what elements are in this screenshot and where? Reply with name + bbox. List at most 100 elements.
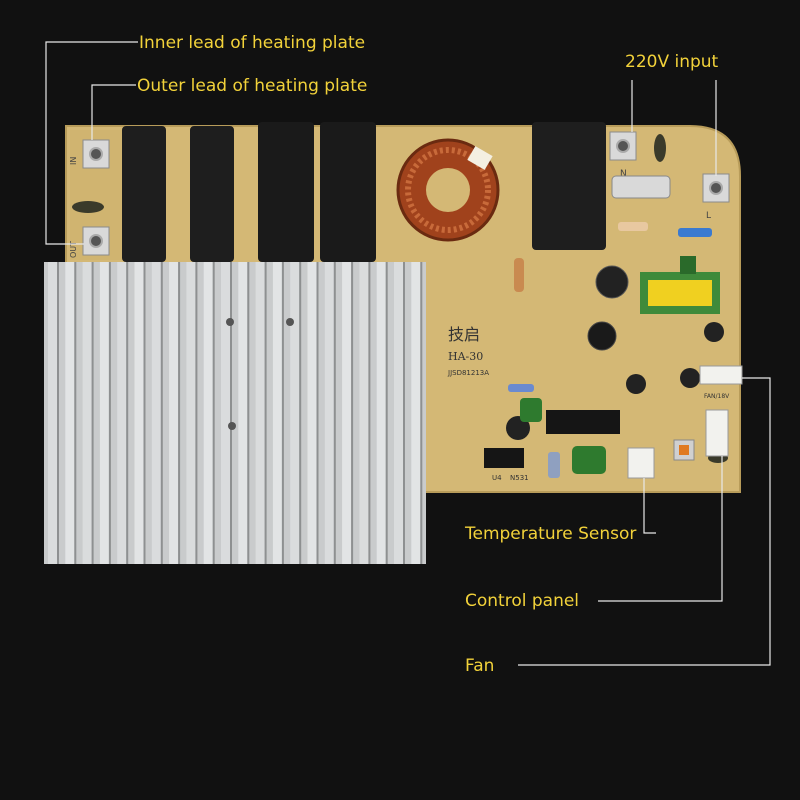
heatsink-fin-shadow — [230, 262, 232, 564]
label-control-panel: Control panel — [465, 591, 580, 611]
resistor-1 — [514, 258, 524, 292]
chip-n531-text: N531 — [510, 474, 529, 482]
ic-chip-small — [484, 448, 524, 468]
leader-temperature-sensor — [643, 478, 656, 534]
heatsink-fin — [238, 262, 248, 564]
heatsink-fin-shadow — [108, 262, 111, 564]
board-slot-hole — [72, 201, 104, 213]
film-capacitor-2 — [520, 398, 542, 422]
heatsink-fin-shadow — [264, 262, 267, 564]
leader-control-panel — [598, 456, 723, 602]
capacitor-4 — [320, 122, 376, 262]
heatsink-fin — [99, 262, 109, 564]
electrolytic-cap-4 — [680, 368, 700, 388]
relay-indicator — [679, 445, 689, 455]
heatsink-fin — [151, 262, 161, 564]
transformer — [640, 256, 720, 314]
heatsink-fin — [169, 262, 179, 564]
board-slot-hole-right — [654, 134, 666, 162]
film-capacitor — [572, 446, 606, 474]
electrolytic-cap-2 — [704, 322, 724, 342]
terminal-in-text: IN — [69, 157, 78, 165]
heatsink-fin — [186, 262, 196, 564]
heatsink-fin — [307, 262, 317, 564]
heatsink-fin-shadow — [160, 262, 163, 564]
heatsink-fin-shadow — [195, 262, 198, 564]
label-inner-lead: Inner lead of heating plate — [139, 33, 366, 53]
heatsink-fin — [255, 262, 265, 564]
heatsink-fin — [342, 262, 352, 564]
heatsink-fin-shadow — [91, 262, 94, 564]
heatsink-fin-shadow — [316, 262, 319, 564]
heatsink-fin-shadow — [57, 262, 59, 564]
terminal-n — [609, 131, 637, 161]
sensor-connector — [627, 447, 655, 479]
heatsink-screw-2 — [286, 318, 294, 326]
heatsink-fin-shadow — [281, 262, 284, 564]
capacitor-1 — [122, 126, 166, 262]
leader-inner-lead — [45, 41, 138, 245]
heatsink-fin — [272, 262, 282, 564]
label-220v-input: 220V input — [625, 52, 719, 72]
heatsink-fin-shadow — [403, 262, 405, 564]
serial-mark: JJSD81213A — [447, 369, 489, 377]
brand-mark: 技启 — [448, 325, 480, 344]
resistor-5 — [548, 452, 560, 478]
heatsink-fin — [82, 262, 92, 564]
control-panel-connector — [705, 409, 729, 457]
heatsink-fin — [290, 262, 300, 564]
heatsink-fin-shadow — [212, 262, 215, 564]
heatsink-fins — [48, 262, 423, 564]
electrolytic-cap-3 — [626, 374, 646, 394]
heatsink-fin — [134, 262, 144, 564]
capacitor-5 — [532, 122, 606, 250]
heatsink-fin — [359, 262, 369, 564]
leader-outer-lead — [91, 84, 136, 140]
resistor-2 — [508, 384, 534, 392]
terminal-in — [82, 139, 110, 169]
toroid-inductor — [396, 138, 500, 242]
heatsink — [44, 262, 426, 564]
heatsink-fin — [376, 262, 386, 564]
heatsink-fin — [48, 262, 57, 564]
capacitor-3 — [258, 122, 314, 262]
label-outer-lead: Outer lead of heating plate — [137, 76, 368, 96]
heatsink-fin — [221, 262, 230, 564]
heatsink-fin-shadow — [351, 262, 354, 564]
heatsink-fin-shadow — [247, 262, 250, 564]
heatsink-fin — [203, 262, 213, 564]
fan-connector — [699, 365, 743, 385]
capacitor-2 — [190, 126, 234, 262]
heatsink-fin-shadow — [385, 262, 388, 564]
resistor-4 — [678, 228, 712, 237]
resistor-3 — [618, 222, 648, 231]
heatsink-fin — [324, 262, 334, 564]
heatsink-fin-shadow — [299, 262, 302, 564]
model-mark: HA-30 — [448, 350, 483, 363]
chip-u4-text: U4 — [492, 474, 502, 482]
fuse — [611, 175, 671, 199]
heatsink-fin-shadow — [333, 262, 336, 564]
heatsink-fin-shadow — [178, 262, 181, 564]
heatsink-fin — [117, 262, 127, 564]
heatsink-screw-3 — [228, 422, 236, 430]
heatsink-fin — [394, 262, 403, 564]
electrolytic-cap-1 — [595, 265, 629, 299]
terminal-l-text: L — [706, 211, 711, 221]
terminal-out-text: OUT — [69, 241, 78, 258]
fan-connector-text: FAN/18V — [704, 393, 730, 400]
label-fan: Fan — [465, 656, 495, 676]
heatsink-fin-shadow — [420, 262, 423, 564]
terminal-n-text: N — [620, 169, 627, 179]
heatsink-screw-1 — [226, 318, 234, 326]
heatsink-fin — [65, 262, 75, 564]
heatsink-fin — [411, 262, 421, 564]
terminal-out — [82, 226, 110, 256]
leader-fan — [518, 377, 771, 666]
heatsink-fin-shadow — [368, 262, 371, 564]
heatsink-fin-shadow — [74, 262, 77, 564]
buzzer — [587, 321, 617, 351]
terminal-l — [702, 173, 730, 203]
ic-chip — [546, 410, 620, 434]
